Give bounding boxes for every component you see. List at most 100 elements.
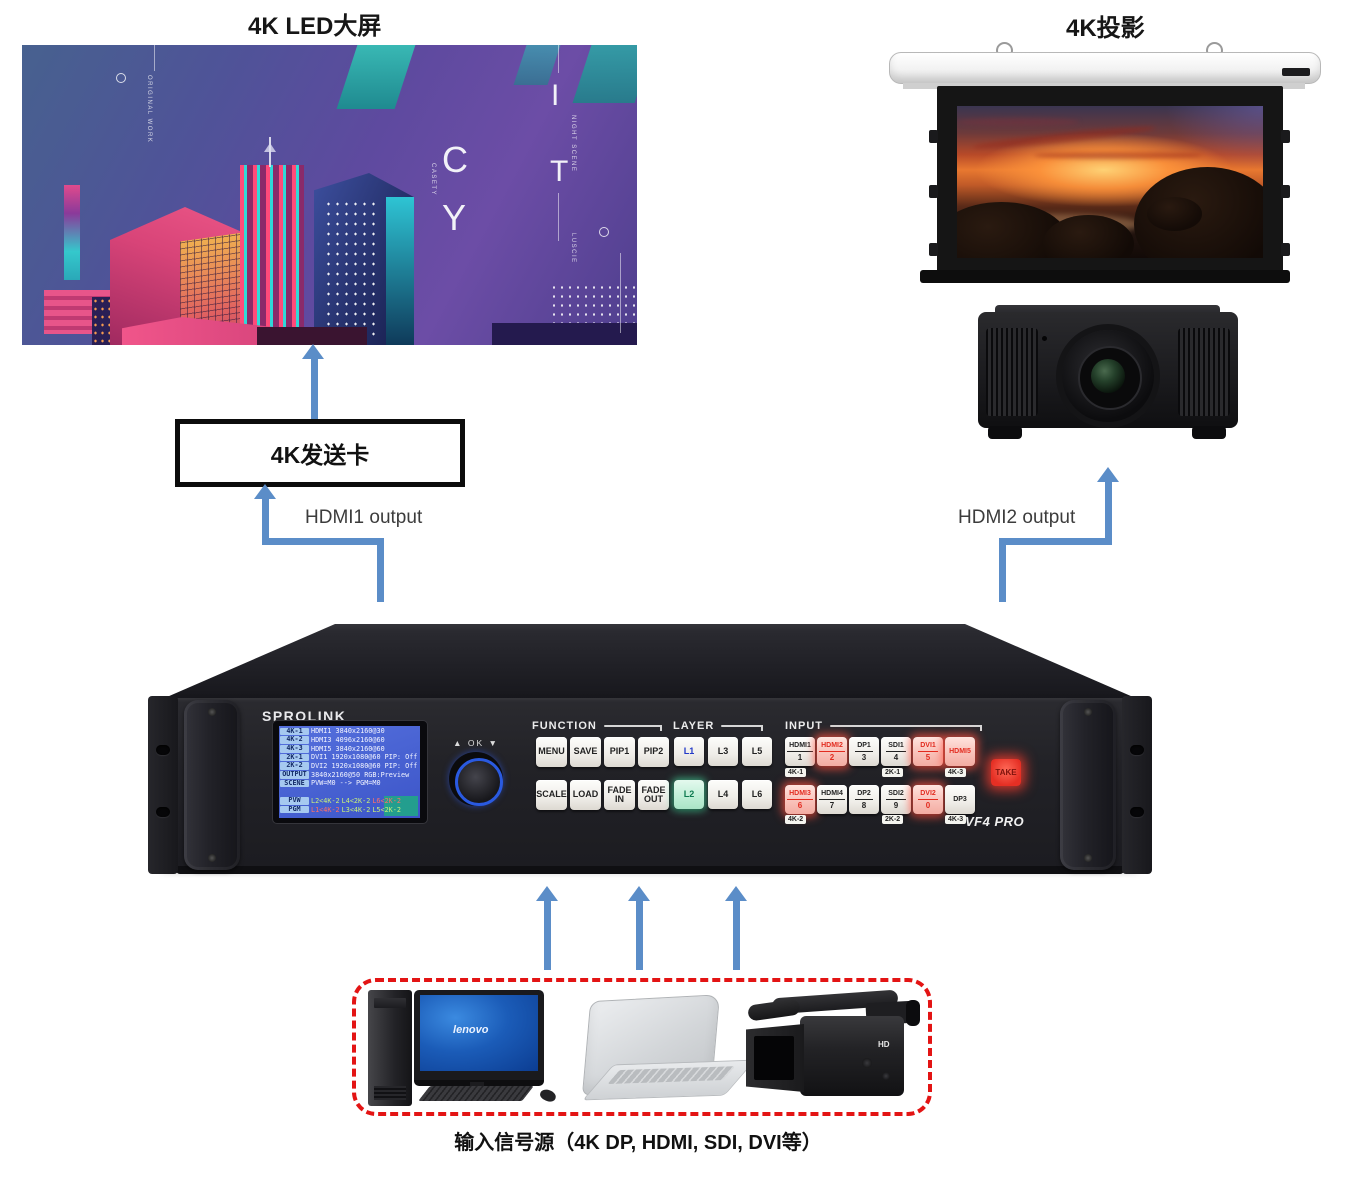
lcd-row (280, 788, 420, 797)
arrow-hdmi2 (999, 538, 1112, 545)
function-key-fade-in[interactable]: FADE IN (604, 780, 635, 810)
city-letter: C (442, 139, 468, 180)
desktop-tower (368, 990, 412, 1106)
function-key-pip1[interactable]: PIP1 (604, 737, 635, 767)
knob-label: ▲ OK ▼ (453, 738, 499, 748)
monitor-brand-text: lenovo (453, 1023, 489, 1036)
camcorder-hd-badge: HD (878, 1040, 890, 1049)
projector-vent (1178, 328, 1230, 416)
projector-indicator (1042, 336, 1047, 341)
lcd-preview-block (384, 796, 418, 816)
city-deco-line (558, 45, 559, 73)
layer-key-l2[interactable]: L2 (674, 780, 704, 809)
city-building (64, 185, 80, 280)
rack-hole (156, 807, 170, 817)
section-function: FUNCTION (532, 720, 663, 732)
screen-tension-tab (1281, 130, 1290, 143)
input-group-strip: 4K-1 (785, 768, 807, 777)
ok-knob[interactable] (449, 752, 503, 806)
projected-sunset-image (957, 106, 1263, 258)
arrow-hdmi1 (262, 499, 269, 545)
rack-hole (156, 745, 170, 755)
layer-key-l1[interactable]: L1 (674, 737, 704, 766)
keyboard (418, 1086, 534, 1101)
input-group-strip: 4K-2 (785, 815, 807, 824)
layer-key-l6[interactable]: L6 (742, 780, 772, 809)
city-deco-ring (599, 227, 609, 237)
section-rule (830, 725, 982, 731)
rack-hole (1130, 807, 1144, 817)
layer-key-l3[interactable]: L3 (708, 737, 738, 766)
section-layer: LAYER (673, 720, 763, 732)
screw (1084, 854, 1092, 862)
function-key-save[interactable]: SAVE (570, 737, 601, 767)
layer-section-label: LAYER (673, 720, 715, 732)
input-group-strip: 4K-3 (945, 768, 967, 777)
sunset-rock (1146, 197, 1202, 231)
section-input: INPUT (785, 720, 982, 732)
function-key-scale[interactable]: SCALE (536, 780, 567, 810)
sunset-rock (1042, 215, 1135, 258)
screen-tension-tab (1281, 243, 1290, 256)
camcorder-dial (882, 1072, 890, 1080)
city-letter: Y (442, 197, 467, 238)
rack-ear-left (148, 696, 178, 874)
rack-ear-right (1122, 696, 1152, 874)
city-building (240, 165, 304, 345)
city-side-text: LUSCIE (570, 233, 576, 264)
input-group-strip: 2K-2 (882, 815, 904, 824)
layer-key-l5[interactable]: L5 (742, 737, 772, 766)
city-building (257, 327, 367, 345)
city-letter: I (551, 79, 560, 112)
screw (208, 854, 216, 862)
camcorder-lens (754, 1036, 794, 1080)
input-key-dp3[interactable]: DP3 (945, 785, 975, 814)
city-building (386, 197, 414, 345)
input-key-hdmi5[interactable]: HDMI5 (945, 737, 975, 766)
model-label: VF4 PRO (965, 814, 1025, 829)
function-key-pip2[interactable]: PIP2 (638, 737, 669, 767)
handle-right (1060, 700, 1116, 870)
arrow-hdmi2 (999, 545, 1006, 602)
city-letter: T (550, 155, 569, 188)
function-key-fade-out[interactable]: FADE OUT (638, 780, 669, 810)
led-wall-image: I C T Y ORIGINAL WORK NIGHT SCENE CASETY… (22, 45, 637, 345)
city-deco-line (620, 253, 621, 333)
layer-key-l4[interactable]: L4 (708, 780, 738, 809)
take-button[interactable]: TAKE (991, 759, 1021, 786)
city-deco-line (558, 193, 559, 241)
function-key-load[interactable]: LOAD (570, 780, 601, 810)
city-building (492, 323, 637, 345)
city-deco-line (154, 45, 155, 71)
city-building (572, 45, 637, 103)
arrow-hdmi2 (1105, 482, 1112, 545)
screen-tension-tab (929, 185, 938, 198)
city-side-text: CASETY (430, 163, 436, 197)
section-rule (721, 725, 763, 731)
rack-hole (1130, 745, 1144, 755)
arrow-led-head (302, 344, 324, 359)
camcorder-eyecup (906, 1000, 920, 1026)
input-sources-box (352, 978, 932, 1116)
function-key-menu[interactable]: MENU (536, 737, 567, 767)
arrow-input-1 (544, 901, 551, 970)
